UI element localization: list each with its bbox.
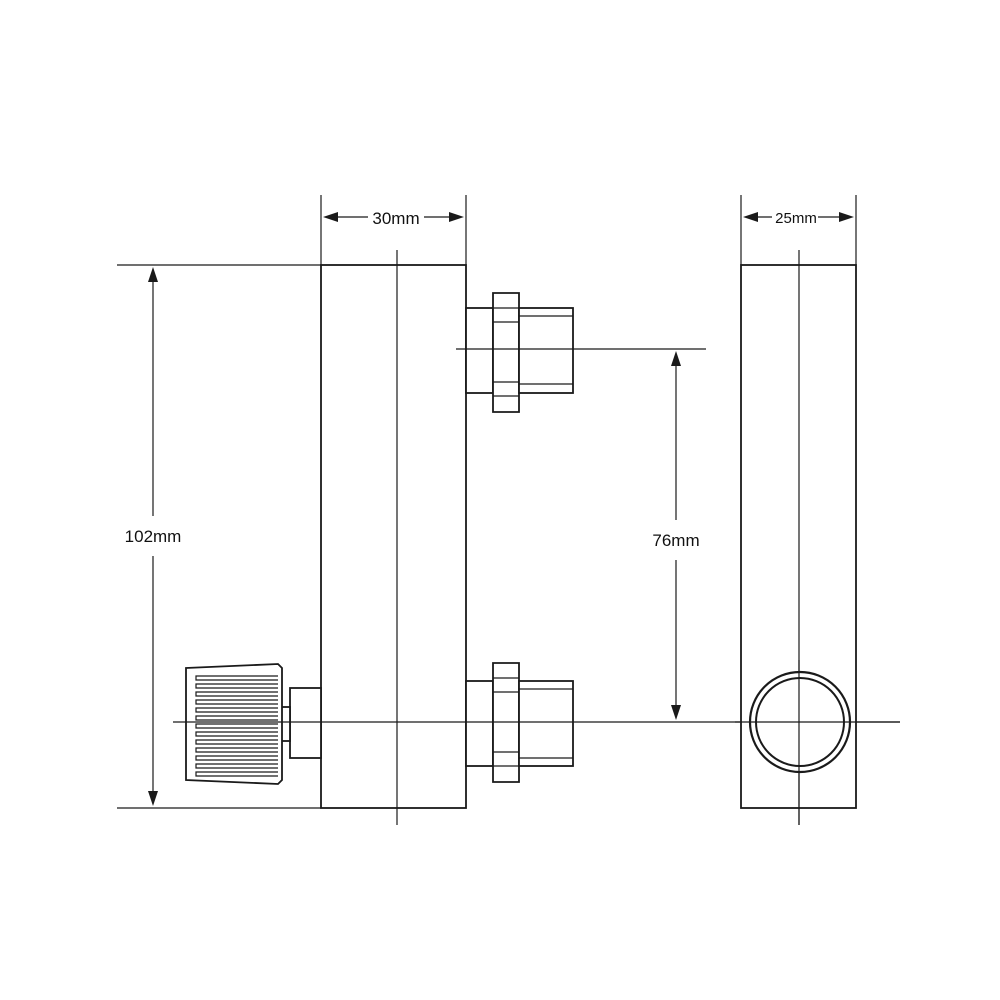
arrow-102-top	[148, 267, 158, 282]
knurl-groove	[195, 707, 278, 713]
side-view	[735, 250, 900, 825]
knurl-groove	[195, 771, 278, 777]
dimension-25mm: 25mm	[740, 195, 857, 265]
dimension-102mm: 102mm	[117, 264, 321, 809]
lower-thread	[518, 680, 574, 767]
arrow-25-right	[839, 212, 854, 222]
knurl-groove	[195, 691, 278, 697]
arrow-76-bottom	[671, 705, 681, 720]
front-body	[320, 264, 467, 809]
upper-port-fitting	[456, 292, 706, 413]
knurl-groove	[195, 699, 278, 705]
valve-knob	[185, 663, 322, 785]
upper-thread	[518, 307, 574, 394]
knurl-groove	[195, 683, 278, 689]
knurl-groove	[195, 739, 278, 745]
front-view	[320, 250, 467, 825]
arrow-102-bottom	[148, 791, 158, 806]
arrow-25-left	[743, 212, 758, 222]
lower-port-flange	[465, 680, 494, 767]
label-width-front: 30mm	[372, 209, 419, 228]
knurl-groove	[195, 731, 278, 737]
upper-hex-nut	[492, 292, 520, 413]
knurl-groove	[195, 763, 278, 769]
valve-stem	[289, 687, 322, 759]
knurl-groove	[195, 715, 278, 721]
arrow-30-right	[449, 212, 464, 222]
label-width-side: 25mm	[775, 210, 817, 227]
knurl-groove	[195, 675, 278, 681]
arrow-76-top	[671, 351, 681, 366]
knurl-lines	[195, 675, 278, 777]
dimension-76mm: 76mm	[652, 351, 700, 720]
knurl-groove	[195, 723, 278, 729]
label-port-spacing: 76mm	[652, 531, 699, 550]
dimension-30mm: 30mm	[320, 195, 467, 265]
label-height-total: 102mm	[125, 527, 182, 546]
arrow-30-left	[323, 212, 338, 222]
knurl-groove	[195, 747, 278, 753]
knurl-groove	[195, 755, 278, 761]
upper-port-flange	[465, 307, 494, 394]
